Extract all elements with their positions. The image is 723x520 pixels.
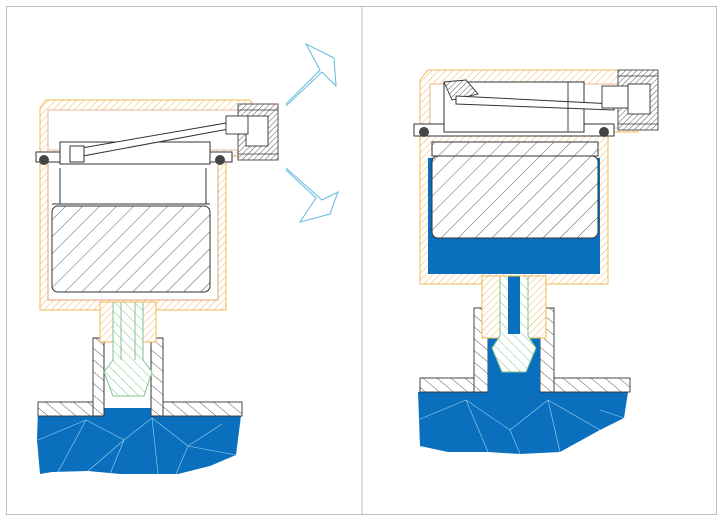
lever-arm-right <box>455 95 615 111</box>
air-arrow-down-icon <box>285 167 339 223</box>
seal-ring-right-2 <box>599 127 609 137</box>
pipe-wall-left-b <box>156 401 243 417</box>
pipe-wall-right-b <box>543 377 631 393</box>
seal-ring-right <box>419 127 429 137</box>
pipe-wall-left-a <box>37 401 103 417</box>
seal-ring-left-2 <box>215 155 225 165</box>
water-body-left <box>37 408 242 474</box>
float-body-right <box>431 155 599 239</box>
connector-body-left <box>92 337 105 417</box>
water-body-right <box>418 392 628 454</box>
air-arrow-up-icon <box>285 42 337 107</box>
float-stem-left <box>103 299 153 397</box>
float-cap-right <box>431 141 599 157</box>
panel-left-venting <box>35 42 339 475</box>
water-facets-right <box>417 399 625 455</box>
water-facets-left <box>37 417 237 475</box>
connector-body-left-r <box>150 337 164 417</box>
float-body-left <box>51 205 211 293</box>
seal-ring-left <box>39 155 49 165</box>
panel-right-closed <box>413 69 659 455</box>
water-stem-channel <box>508 264 520 334</box>
hinge-block-right <box>443 79 479 101</box>
air-escape-arrows <box>285 42 339 223</box>
